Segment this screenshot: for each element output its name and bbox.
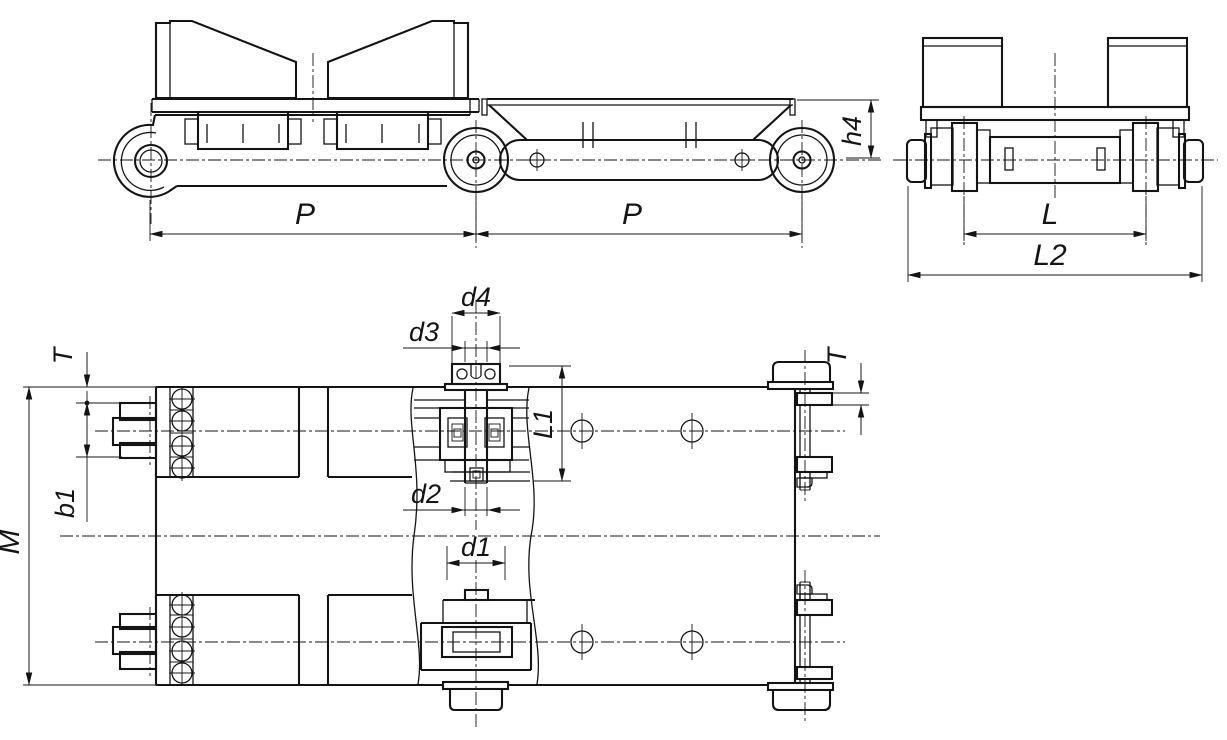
dimension-b1: b1 [50,402,122,522]
dimension-pitch-right: P [475,196,803,241]
carrier-platform [481,97,796,148]
pin-section-upper [414,300,530,530]
dim-label-d1: d1 [461,532,491,562]
bushing-block-2 [323,110,442,151]
dimension-l: L [963,196,1147,241]
dim-label-t-right: T [822,345,852,364]
attachment-holes-upper [169,386,195,481]
dimension-d2: d2 [403,479,520,516]
dim-label-d4: d4 [461,282,491,312]
plan-outline [23,385,880,687]
break-lines [410,387,540,685]
dim-label-l2: L2 [1033,239,1067,272]
v-block-left [154,19,298,100]
dim-label-l1: L1 [528,409,558,439]
bushing-block-1 [184,110,302,151]
dimension-l1: L1 [509,365,571,482]
end-view [905,36,1205,246]
side-view-flat-link [481,97,836,248]
clevis-end [112,103,178,224]
dim-label-m: M [0,530,26,555]
plate-holes-right [570,413,704,660]
plate-pin-hole-left [526,149,548,171]
plate-pin-hole-right [731,149,753,171]
fixing-bolt-lower [111,607,158,676]
v-block-right [326,19,470,100]
attachment-blocks-lower [156,593,412,685]
dimension-h4: h4 [797,99,880,159]
coupling-pin-top [766,350,835,502]
axle-assembly [905,119,1205,193]
attachment-blocks-upper [156,387,412,479]
pin-section-lower [419,560,535,728]
dim-label-l: L [1042,198,1059,231]
dim-label-h4: h4 [837,116,867,146]
dimension-m: M [0,386,33,686]
dimension-pitch-left: P [149,196,477,241]
dim-label-pitch-right: P [622,198,642,231]
dimension-d4: d4 [451,282,501,363]
dimension-d3: d3 [403,317,520,362]
dimension-l2: L2 [907,186,1203,282]
coupling-pin-bottom [766,570,835,722]
dim-label-d3: d3 [409,317,439,347]
dim-label-d2: d2 [411,479,441,509]
plan-view [23,300,880,728]
dim-label-t-left: T [48,345,78,364]
dimension-t-right: T [822,345,869,435]
fixing-bolt-upper [111,396,158,465]
dim-label-b1: b1 [50,488,80,518]
wheel-right-link [768,120,836,248]
dim-label-pitch-left: P [295,198,315,231]
dimension-d1: d1 [446,532,506,580]
attachment-holes-lower [169,592,195,686]
